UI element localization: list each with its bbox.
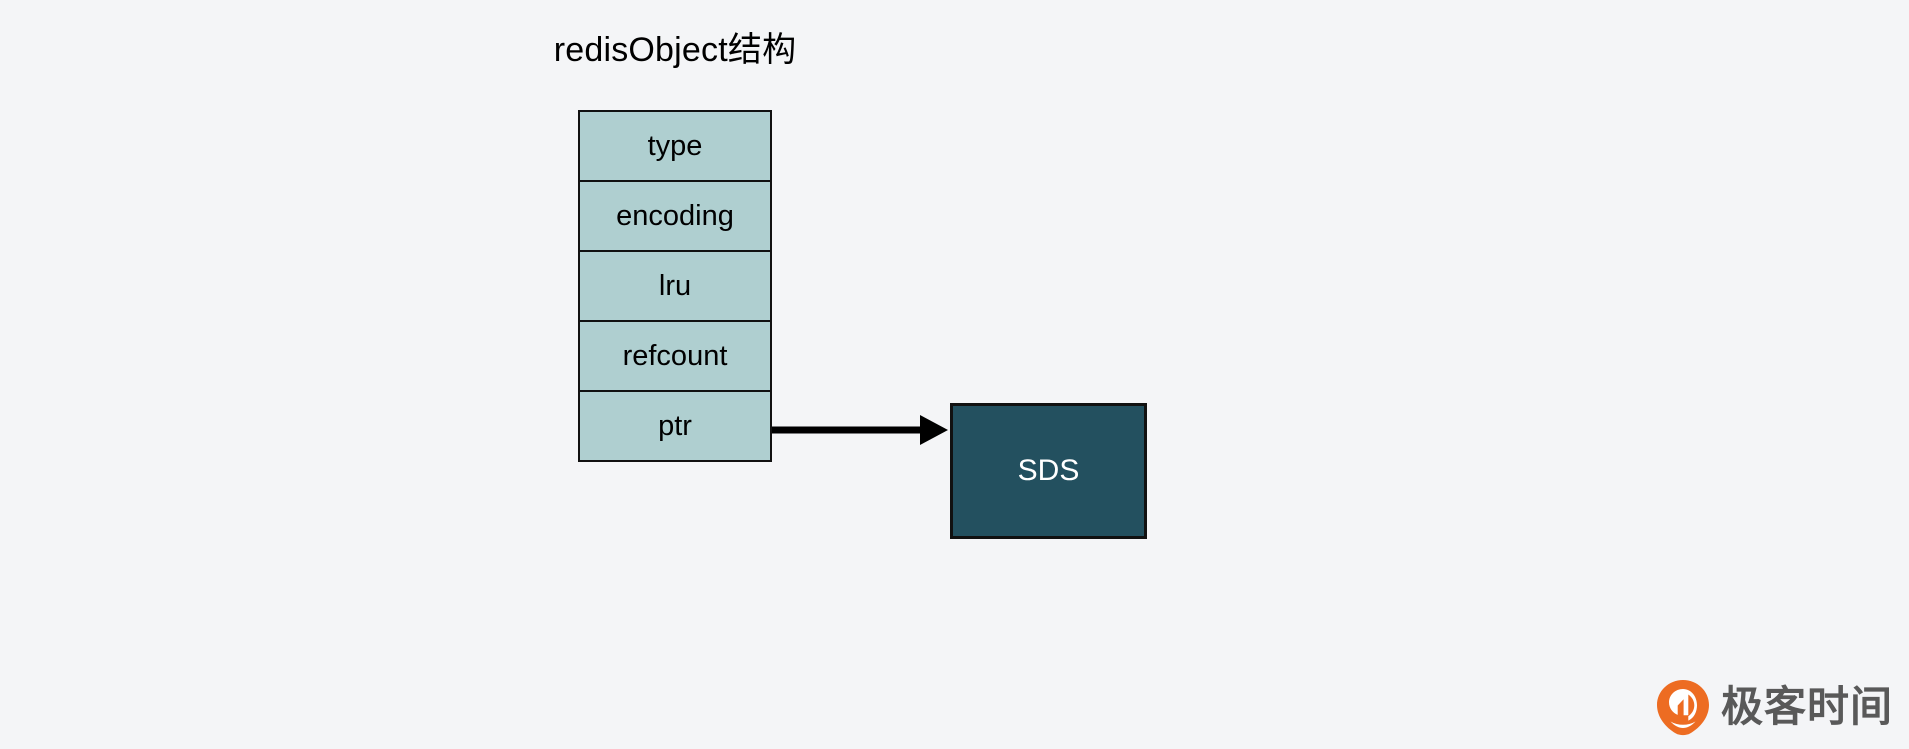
struct-field-type: type [580,112,770,182]
watermark-brand-text: 极客时间 [1721,683,1894,730]
watermark: 极客时间 [1655,676,1893,738]
logo-pin-shape [1657,680,1709,736]
arrow-head-icon [920,415,948,445]
logo-smile-mark [1670,721,1696,728]
geektime-pin-logo-icon [1657,680,1709,736]
logo-inner-mark [1669,689,1697,721]
struct-field-encoding: encoding [580,182,770,252]
struct-field-refcount: refcount [580,322,770,392]
redisobject-struct-table: type encoding lru refcount ptr [578,110,772,462]
struct-field-ptr: ptr [580,392,770,460]
diagram-title: redisObject结构 [553,31,797,69]
sds-node-label: SDS [1017,454,1080,487]
sds-node: SDS [950,403,1147,539]
struct-field-lru: lru [580,252,770,322]
